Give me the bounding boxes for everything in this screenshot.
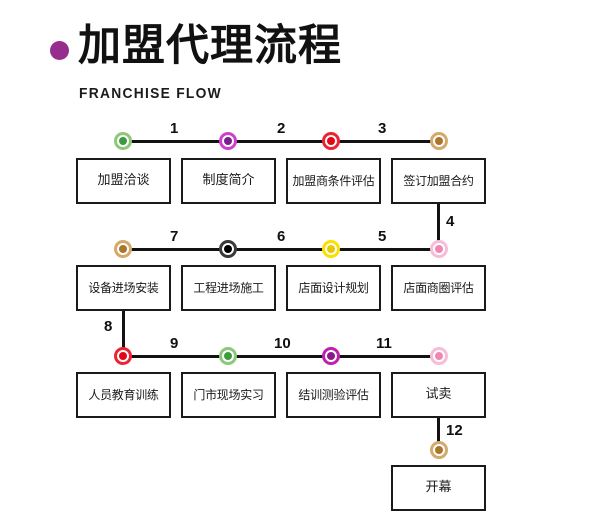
step-box-tiaojian-pinggu[interactable]: 加盟商条件评估 <box>286 158 381 204</box>
step-dot-6-black[interactable] <box>219 240 237 258</box>
page-title: 加盟代理流程 <box>78 21 342 71</box>
connector-row1 <box>123 140 439 143</box>
step-box-gongcheng-shigong[interactable]: 工程进场施工 <box>181 265 276 311</box>
connector-row2-to-row3 <box>122 311 125 356</box>
step-dot-3-bronze[interactable] <box>430 132 448 150</box>
step-box-zhidu-jianjie[interactable]: 制度简介 <box>181 158 276 204</box>
step-number-10: 10 <box>274 335 291 352</box>
dot-core <box>224 245 232 253</box>
step-dot-1-purple[interactable] <box>219 132 237 150</box>
step-number-2: 2 <box>277 120 286 137</box>
step-box-jiexun-pinggu[interactable]: 结训测验评估 <box>286 372 381 418</box>
step-dot-2-red[interactable] <box>322 132 340 150</box>
dot-core <box>119 352 127 360</box>
step-number-11: 11 <box>376 335 392 352</box>
step-number-5: 5 <box>378 228 387 245</box>
dot-core <box>435 137 443 145</box>
step-number-7: 7 <box>170 228 179 245</box>
step-dot-start-green[interactable] <box>114 132 132 150</box>
connector-row3 <box>123 355 439 358</box>
step-number-9: 9 <box>170 335 179 352</box>
step-box-shimai[interactable]: 试卖 <box>391 372 486 418</box>
step-box-menshi-shixi[interactable]: 门市现场实习 <box>181 372 276 418</box>
step-box-renyuan-xunlian[interactable]: 人员教育训练 <box>76 372 171 418</box>
step-number-3: 3 <box>378 120 387 137</box>
connector-row2 <box>123 248 439 251</box>
dot-core <box>327 352 335 360</box>
dot-core <box>224 352 232 360</box>
step-dot-8-red[interactable] <box>114 347 132 365</box>
step-number-6: 6 <box>277 228 286 245</box>
dot-core <box>435 446 443 454</box>
step-box-qianding-heyue[interactable]: 签订加盟合约 <box>391 158 486 204</box>
page-subtitle: FRANCHISE FLOW <box>79 85 222 102</box>
dot-core <box>119 137 127 145</box>
step-box-dianmian-sheji[interactable]: 店面设计规划 <box>286 265 381 311</box>
connector-row1-to-row2 <box>437 204 440 249</box>
dot-core <box>119 245 127 253</box>
step-box-jiameng-qiatan[interactable]: 加盟洽谈 <box>76 158 171 204</box>
step-box-kaimu[interactable]: 开幕 <box>391 465 486 511</box>
step-number-12: 12 <box>446 422 463 439</box>
step-box-dianmian-shangquan[interactable]: 店面商圈评估 <box>391 265 486 311</box>
step-number-4: 4 <box>446 213 455 230</box>
step-dot-5-yellow[interactable] <box>322 240 340 258</box>
step-dot-4-pink[interactable] <box>430 240 448 258</box>
step-dot-11-pink[interactable] <box>430 347 448 365</box>
step-dot-12-bronze[interactable] <box>430 441 448 459</box>
connector-row3-to-final <box>437 418 440 451</box>
step-number-8: 8 <box>104 318 113 335</box>
dot-core <box>435 245 443 253</box>
page-header: 加盟代理流程 FRANCHISE FLOW <box>0 0 600 112</box>
step-number-1: 1 <box>170 120 179 137</box>
title-bullet-icon <box>50 41 69 60</box>
dot-core <box>224 137 232 145</box>
step-box-shebei-anzhuang[interactable]: 设备进场安装 <box>76 265 171 311</box>
step-dot-7-bronze[interactable] <box>114 240 132 258</box>
dot-core <box>327 137 335 145</box>
step-dot-10-purple[interactable] <box>322 347 340 365</box>
dot-core <box>435 352 443 360</box>
dot-core <box>327 245 335 253</box>
step-dot-9-green[interactable] <box>219 347 237 365</box>
